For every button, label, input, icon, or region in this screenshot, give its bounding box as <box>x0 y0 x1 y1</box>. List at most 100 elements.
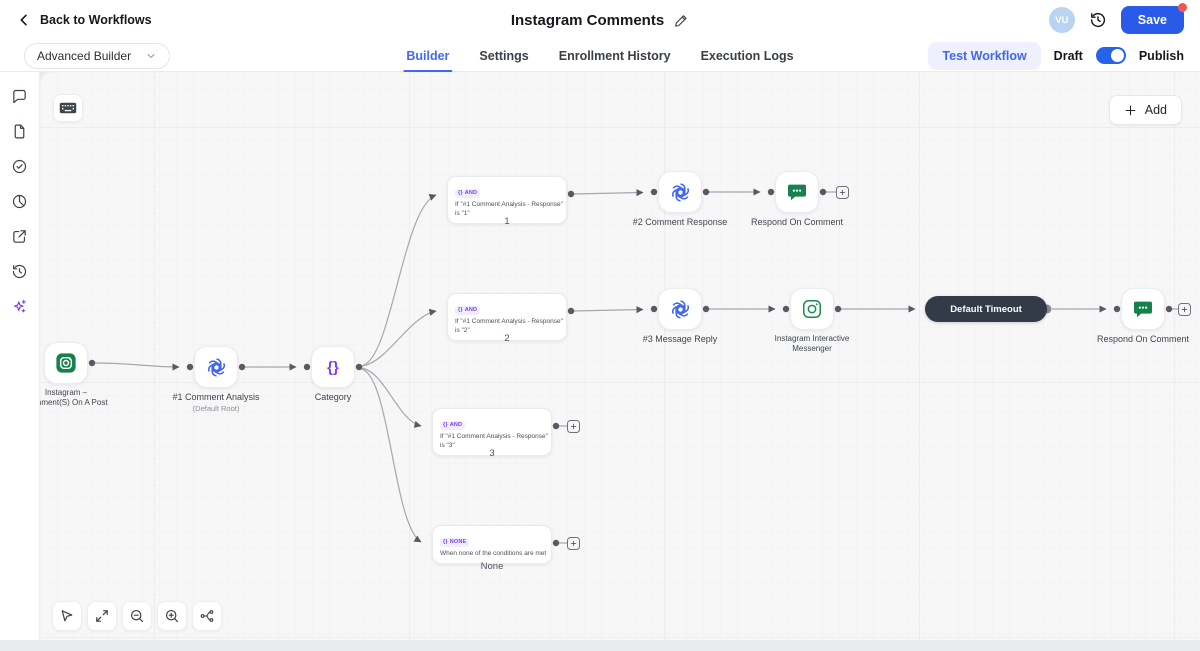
condition-line: If "#1 Comment Analysis - Response" <box>455 201 563 208</box>
node-respond-on-comment-1[interactable] <box>775 171 819 213</box>
avatar[interactable]: VU <box>1048 7 1075 33</box>
add-node-button[interactable]: Add <box>1108 95 1182 125</box>
add-label: Add <box>1144 103 1167 117</box>
node-label-category: Category <box>314 392 352 402</box>
chat-bubble-icon <box>788 184 806 201</box>
braces-icon: {} <box>458 190 463 196</box>
node-default-timeout[interactable]: Default Timeout <box>925 296 1047 322</box>
condition-line: If "#1 Comment Analysis - Response" <box>440 433 548 440</box>
workflow-canvas[interactable]: Add Instagram – Comment(S) On A Post #1 … <box>40 72 1200 640</box>
node-label-instagram-messenger: Instagram Interactive Messenger <box>774 334 850 354</box>
condition-badge-none: {}NONE <box>440 537 470 547</box>
node-label-respond-on-comment-1: Respond On Comment <box>750 217 844 227</box>
left-icon-rail <box>0 72 40 640</box>
canvas-toolbar <box>52 601 222 631</box>
branch-label-none: None <box>480 561 504 572</box>
node-respond-on-comment-2[interactable] <box>1121 288 1165 330</box>
sub-toolbar: Advanced Builder Builder Settings Enroll… <box>0 40 1200 72</box>
builder-mode-select[interactable]: Advanced Builder <box>24 42 171 69</box>
add-step-button-branch-none[interactable] <box>567 536 580 550</box>
node-message-reply[interactable] <box>658 288 702 330</box>
plus-icon <box>570 423 577 429</box>
keyboard-shortcuts-button[interactable] <box>53 94 83 122</box>
condition-line: is "2" <box>455 327 470 335</box>
openai-icon <box>671 182 689 202</box>
comment-icon[interactable] <box>11 88 28 105</box>
check-circle-icon[interactable] <box>11 158 28 175</box>
condition-line: If "#1 Comment Analysis - Response" <box>455 318 563 325</box>
node-label-message-reply: #3 Message Reply <box>642 334 718 344</box>
auto-layout-button[interactable] <box>192 601 222 631</box>
publish-label: Publish <box>1138 48 1184 63</box>
save-label: Save <box>1137 13 1167 27</box>
tabs: Builder Settings Enrollment History Exec… <box>403 40 794 72</box>
node-label-instagram-trigger: Instagram – Comment(S) On A Post <box>40 388 108 408</box>
condition-badge-and: {}AND <box>455 188 481 198</box>
title-wrap: Instagram Comments <box>511 12 689 29</box>
save-button[interactable]: Save <box>1120 3 1187 34</box>
node-comment-response[interactable] <box>658 171 702 213</box>
condition-card-none[interactable]: {}NONE When none of the conditions are m… <box>432 525 552 565</box>
history-icon[interactable] <box>11 263 28 280</box>
unsaved-changes-dot <box>1178 3 1187 12</box>
plus-icon <box>1181 306 1188 312</box>
braces-icon: {} <box>443 422 448 428</box>
condition-line: is "1" <box>455 210 470 218</box>
default-timeout-label: Default Timeout <box>950 303 1022 315</box>
select-tool-button[interactable] <box>52 601 82 631</box>
add-step-button-row-1[interactable] <box>836 185 849 199</box>
node-label-comment-response: #2 Comment Response <box>632 217 728 227</box>
condition-line: When none of the conditions are met <box>440 550 547 557</box>
node-label-respond-on-comment-2: Respond On Comment <box>1096 334 1190 344</box>
sparkles-icon[interactable] <box>11 298 28 315</box>
condition-card-2[interactable]: {}AND If "#1 Comment Analysis - Response… <box>447 293 567 342</box>
zoom-out-button[interactable] <box>122 601 152 631</box>
publish-toggle[interactable] <box>1095 47 1126 64</box>
braces-icon: {} <box>458 307 463 313</box>
instagram-outline-icon <box>803 300 821 318</box>
condition-card-3[interactable]: {}AND If "#1 Comment Analysis - Response… <box>432 408 552 457</box>
keyboard-icon <box>59 102 77 114</box>
external-link-icon[interactable] <box>11 228 28 245</box>
tab-builder[interactable]: Builder <box>403 40 453 72</box>
expand-icon <box>96 610 108 622</box>
draft-label: Draft <box>1053 48 1083 63</box>
chevron-down-icon <box>147 53 155 58</box>
zoom-in-icon <box>165 609 179 623</box>
condition-badge-and: {}AND <box>455 305 481 315</box>
sub-right-controls: Test Workflow Draft Publish <box>928 41 1184 70</box>
condition-badge-and: {}AND <box>440 420 466 430</box>
node-instagram-trigger[interactable] <box>44 342 88 384</box>
node-instagram-messenger[interactable] <box>790 288 834 330</box>
add-step-button-row-2[interactable] <box>1178 302 1191 316</box>
condition-line: is "3" <box>440 442 455 450</box>
back-label: Back to Workflows <box>40 13 152 27</box>
plus-icon <box>570 540 577 546</box>
hierarchy-icon <box>200 610 214 622</box>
add-step-button-branch-3[interactable] <box>567 419 580 433</box>
condition-card-1[interactable]: {}AND If "#1 Comment Analysis - Response… <box>447 176 567 225</box>
tab-settings[interactable]: Settings <box>479 49 529 63</box>
node-comment-analysis[interactable] <box>194 346 238 388</box>
edit-title-icon[interactable] <box>674 13 689 28</box>
zoom-in-button[interactable] <box>157 601 187 631</box>
plus-icon <box>1125 105 1136 115</box>
workflow-edges <box>88 188 1178 547</box>
back-to-workflows-button[interactable]: Back to Workflows <box>16 12 152 28</box>
file-icon[interactable] <box>11 123 28 140</box>
tab-enrollment-history[interactable]: Enrollment History <box>558 49 671 63</box>
version-history-icon[interactable] <box>1089 11 1107 29</box>
builder-mode-label: Advanced Builder <box>37 48 132 63</box>
top-right-controls: VU Save <box>1048 3 1187 34</box>
chat-bubble-icon <box>1134 301 1152 318</box>
page-title: Instagram Comments <box>510 11 665 29</box>
branch-label-2: 2 <box>504 333 510 344</box>
cursor-icon <box>61 610 73 622</box>
test-workflow-button[interactable]: Test Workflow <box>928 41 1041 70</box>
fit-view-button[interactable] <box>87 601 117 631</box>
pie-chart-icon[interactable] <box>11 193 28 210</box>
node-category[interactable]: {} <box>311 346 355 388</box>
tab-execution-logs[interactable]: Execution Logs <box>700 49 794 63</box>
braces-icon: {} <box>443 539 448 545</box>
